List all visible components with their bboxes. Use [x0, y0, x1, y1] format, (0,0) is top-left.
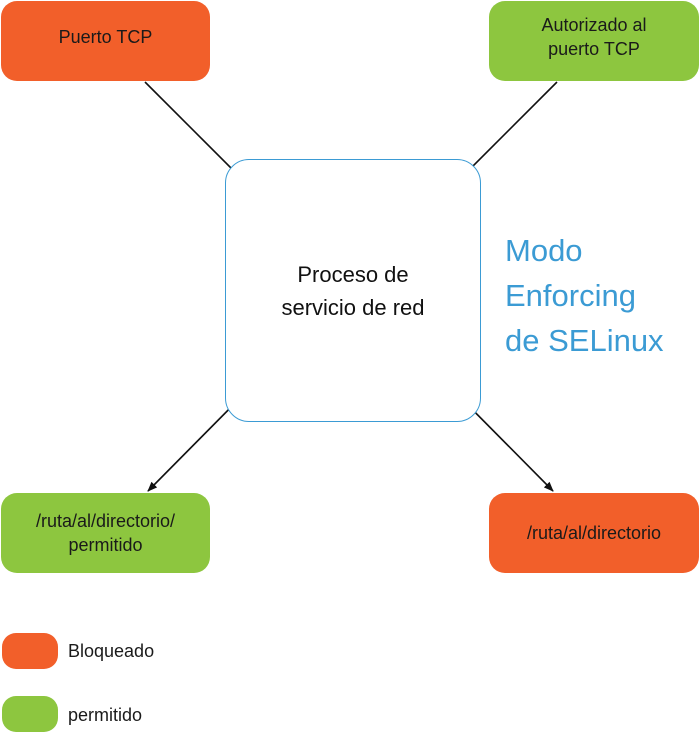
- legend-swatch-allowed: [2, 696, 58, 732]
- node-directory-blocked: /ruta/al/directorio: [489, 493, 699, 573]
- node-network-service-process: Proceso de servicio de red: [225, 159, 481, 422]
- node-tcp-port-blocked-label: Puerto TCP: [58, 27, 153, 47]
- node-network-service-process-label: Proceso de servicio de red: [281, 261, 425, 320]
- legend-swatch-blocked: [2, 633, 58, 669]
- legend-label-allowed: permitido: [68, 705, 143, 725]
- selinux-mode-label: Modo Enforcing de SELinux: [505, 233, 664, 358]
- legend-label-blocked: Bloqueado: [68, 641, 155, 661]
- node-directory-blocked-label: /ruta/al/directorio: [526, 523, 662, 543]
- node-directory-allowed-label: /ruta/al/directorio/ permitido: [35, 511, 176, 555]
- node-tcp-port-blocked: Puerto TCP: [1, 1, 210, 81]
- node-tcp-port-allowed: Autorizado al puerto TCP: [489, 1, 699, 81]
- node-tcp-port-allowed-label: Autorizado al puerto TCP: [541, 15, 647, 59]
- node-directory-allowed: /ruta/al/directorio/ permitido: [1, 493, 210, 573]
